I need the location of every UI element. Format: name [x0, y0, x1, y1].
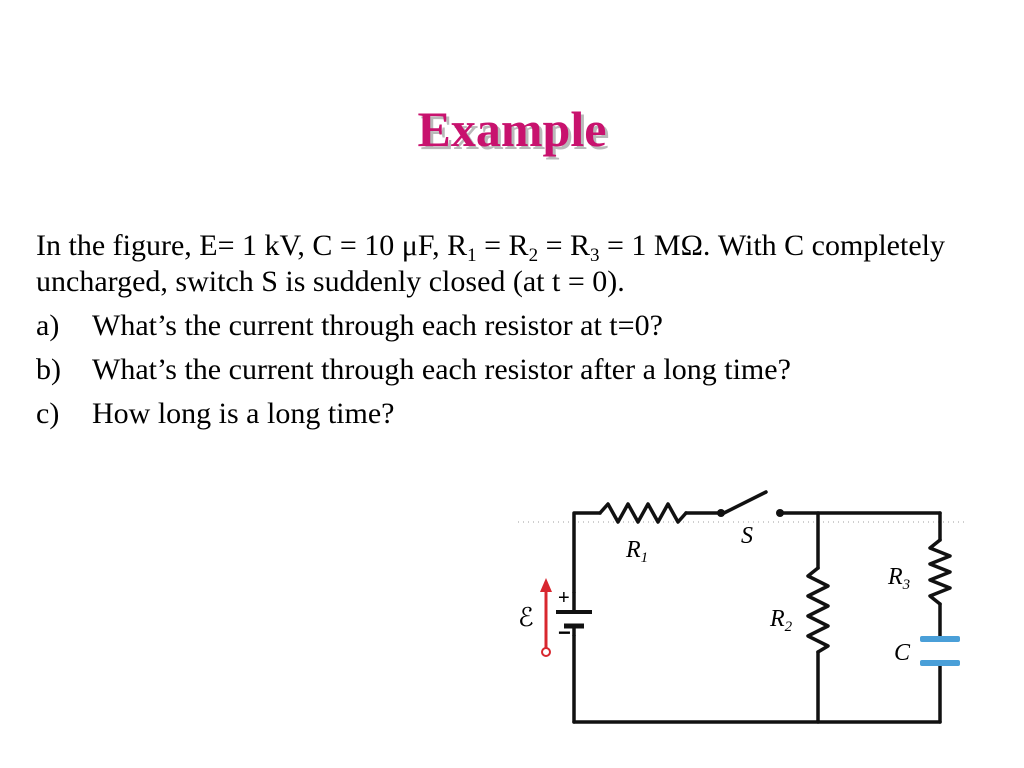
- label-r3: R3: [887, 564, 910, 593]
- circuit-diagram: R1 S R2 R3 C ℰ + −: [518, 490, 968, 724]
- switch-terminal-right: [776, 509, 784, 517]
- subscript-1: 1: [467, 245, 477, 266]
- switch-terminal-left: [717, 509, 725, 517]
- resistor-r1: [598, 502, 688, 524]
- question-text: What’s the current through each resistor…: [92, 353, 791, 386]
- question-text: What’s the current through each resistor…: [92, 309, 663, 342]
- question-label: c): [36, 397, 60, 430]
- label-capacitor: C: [894, 640, 911, 666]
- question-b: b) What’s the current through each resis…: [36, 352, 966, 388]
- emf-arrow-head: [540, 578, 552, 592]
- wire-left-upper: [572, 511, 602, 594]
- question-a: a) What’s the current through each resis…: [36, 308, 966, 344]
- problem-statement: In the figure, E= 1 kV, C = 10 μF, R1 = …: [36, 228, 966, 300]
- slide-title: Example: [417, 101, 607, 157]
- resistor-r2: [806, 566, 830, 654]
- resistor-r3: [928, 538, 952, 606]
- question-label: b): [36, 353, 61, 386]
- intro-part-1: In the figure, E= 1 kV, C = 10 μF, R: [36, 229, 468, 262]
- question-c: c) How long is a long time?: [36, 396, 966, 432]
- capacitor-plate-top: [920, 636, 960, 642]
- label-minus: −: [558, 620, 571, 645]
- label-switch: S: [741, 523, 753, 549]
- label-plus: +: [558, 587, 570, 609]
- switch-s: [722, 490, 768, 515]
- capacitor-plate-bottom: [920, 660, 960, 666]
- intro-part-3: = R: [538, 229, 590, 262]
- label-r2: R2: [769, 606, 793, 635]
- intro-part-4: = 1 MΩ. With C completely uncharged, swi…: [36, 229, 945, 298]
- label-r1: R1: [625, 537, 648, 566]
- subscript-2: 2: [528, 245, 539, 266]
- question-text: How long is a long time?: [92, 397, 395, 430]
- subscript-3: 3: [590, 245, 600, 266]
- emf-arrow-tail: [541, 647, 551, 657]
- question-label: a): [36, 309, 60, 342]
- problem-text: In the figure, E= 1 kV, C = 10 μF, R1 = …: [36, 228, 966, 440]
- label-emf: ℰ: [518, 603, 534, 632]
- intro-part-2: = R: [476, 229, 529, 262]
